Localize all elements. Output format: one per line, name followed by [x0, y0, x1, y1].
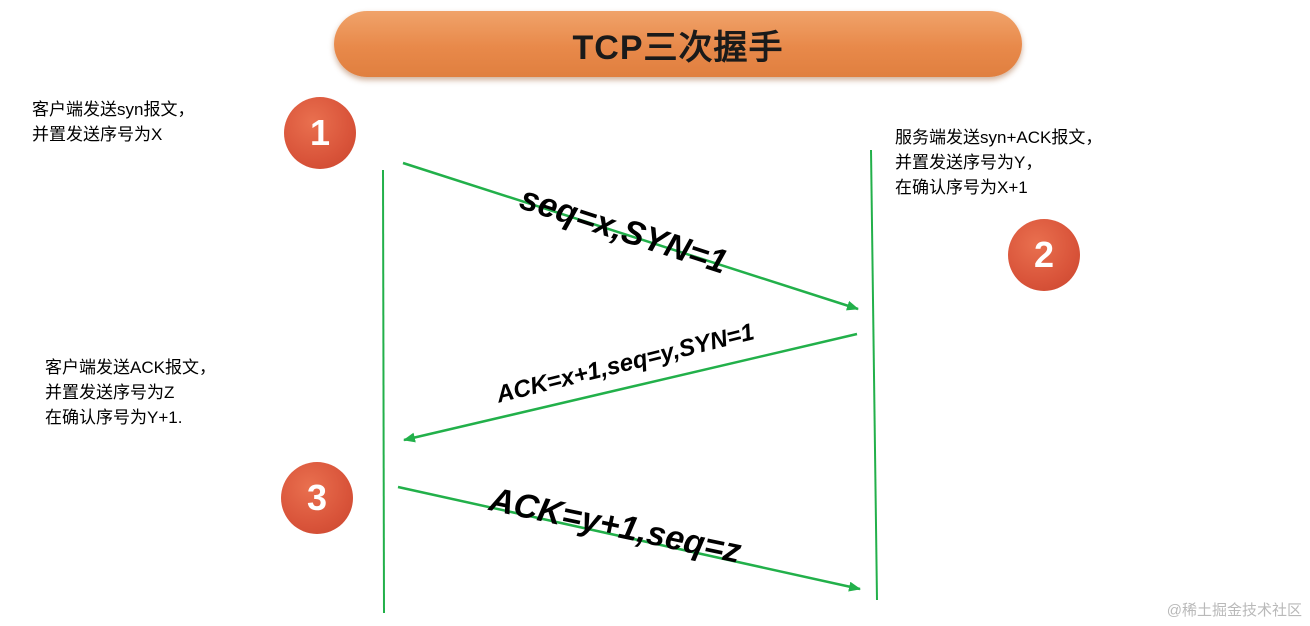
syn-ack-arrow	[403, 332, 858, 443]
ack-arrow	[397, 485, 861, 592]
step-3-note-line: 在确认序号为Y+1.	[45, 408, 183, 427]
step-1-badge: 1	[284, 97, 356, 169]
title-banner: TCP三次握手	[334, 11, 1022, 77]
step-2-note-line: 在确认序号为X+1	[895, 178, 1028, 197]
step-1-note-line: 并置发送序号为X	[32, 125, 163, 144]
step-3-note-line: 客户端发送ACK报文，	[45, 358, 216, 377]
step-2-note-line: 服务端发送syn+ACK报文，	[895, 128, 1103, 147]
watermark: @稀土掘金技术社区	[1166, 602, 1302, 619]
syn-arrow	[402, 161, 859, 311]
step-3-note-line: 并置发送序号为Z	[45, 383, 175, 402]
step-2-note-line: 并置发送序号为Y，	[895, 153, 1043, 172]
step-1-note: 客户端发送syn报文， 并置发送序号为X	[32, 97, 194, 147]
step-1-note-line: 客户端发送syn报文，	[32, 100, 195, 119]
diagram-title: TCP三次握手	[572, 28, 784, 67]
server-lifeline	[870, 149, 878, 601]
step-2-note: 服务端发送syn+ACK报文， 并置发送序号为Y， 在确认序号为X+1	[895, 125, 1102, 200]
step-3-note: 客户端发送ACK报文， 并置发送序号为Z 在确认序号为Y+1.	[45, 355, 216, 430]
step-2-badge: 2	[1008, 219, 1080, 291]
step-3-badge: 3	[281, 462, 353, 534]
client-lifeline	[382, 169, 385, 614]
